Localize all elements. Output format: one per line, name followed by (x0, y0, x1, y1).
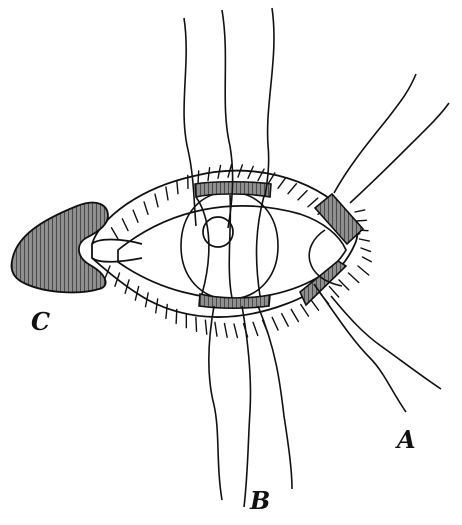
eyelash-6 (156, 299, 158, 313)
eyelash-13 (224, 324, 227, 338)
eyelash-5 (155, 194, 158, 207)
eyelash-2 (122, 219, 128, 231)
eyelash-26 (348, 273, 358, 283)
eyelash-9 (198, 171, 199, 184)
suture-line-top-3 (265, 8, 274, 197)
suture-line-center-2 (229, 195, 232, 298)
eyelash-17 (278, 178, 286, 189)
suture-line-right-upper-2 (350, 103, 449, 203)
graft-c (12, 203, 108, 293)
suture-line-bottom-2 (242, 306, 251, 507)
suture-line-top-1 (184, 18, 196, 226)
label-c: C (31, 307, 50, 336)
eyelash-10 (208, 168, 210, 181)
label-b: B (249, 486, 270, 515)
eyelash-14 (234, 324, 237, 338)
eyelash-1 (355, 210, 365, 212)
suture-line-right-lower-2 (331, 296, 441, 389)
eyelash-1 (112, 228, 119, 239)
eyelash-16 (253, 322, 258, 335)
eyelash-14 (248, 166, 253, 178)
suture-line-center-3 (257, 196, 264, 296)
eyelash-3 (133, 210, 138, 222)
label-a: A (395, 425, 416, 454)
suture-line-top-2 (222, 10, 233, 228)
eyelash-5 (361, 248, 370, 251)
eyelash-11 (205, 320, 206, 334)
eyelash-2 (357, 220, 367, 221)
eyelash-12 (215, 322, 217, 336)
right-graft-upper (315, 194, 363, 244)
eyelash-20 (308, 198, 318, 207)
eyelash-20 (291, 309, 298, 321)
eyelash-6 (166, 187, 168, 200)
eyelash-6 (363, 257, 372, 262)
eyelash-7 (166, 304, 167, 318)
eyelash-18 (288, 184, 296, 194)
eyelash-4 (360, 239, 370, 241)
eyelash-24 (329, 287, 338, 297)
eyelash-10 (196, 317, 197, 331)
eyelash-7 (177, 181, 178, 194)
eyelash-19 (298, 191, 307, 200)
eyelash-15 (258, 169, 264, 180)
eyelash-27 (358, 266, 369, 275)
eyelash-4 (144, 202, 148, 214)
suture-line-right-upper-1 (334, 74, 416, 193)
suture-line-bottom-1 (209, 306, 222, 500)
suture-line-right-lower-1 (314, 284, 406, 412)
suture-line-bottom-3 (258, 306, 292, 489)
eyelash-19 (282, 314, 289, 326)
inner-canthus (92, 240, 142, 262)
eyelash-18 (272, 317, 278, 330)
eyelash-21 (301, 304, 309, 316)
lower-graft-block (199, 294, 270, 308)
